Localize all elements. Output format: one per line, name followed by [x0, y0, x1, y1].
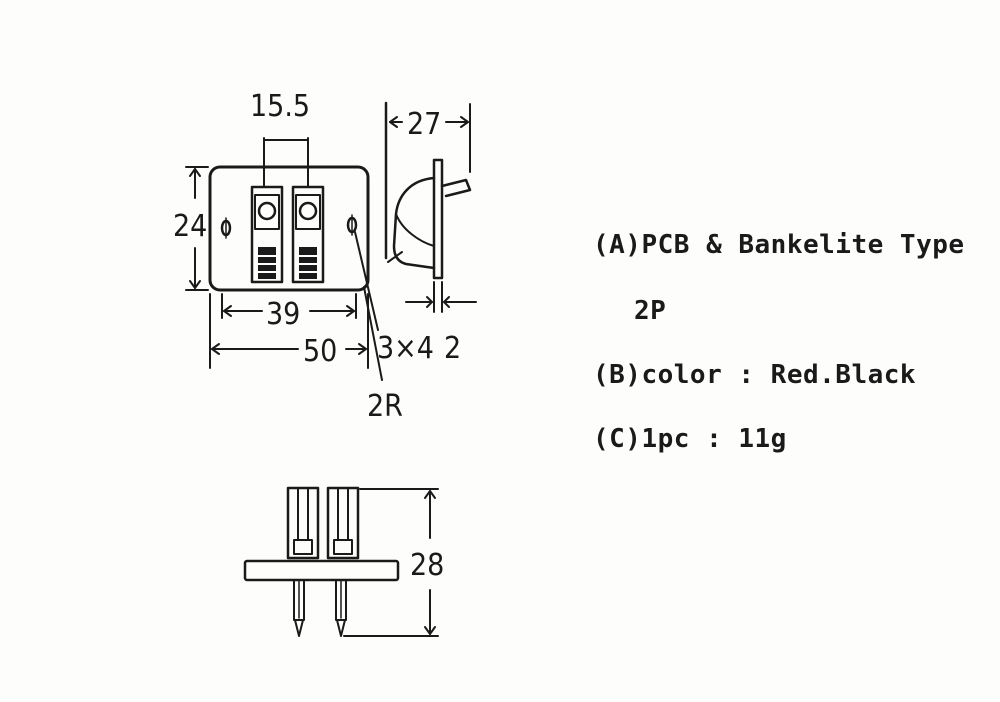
dim-pin-spacing: [263, 137, 309, 187]
bottom-terminal-left: [286, 486, 320, 560]
dim-total-height: [343, 488, 439, 637]
label-width: 50: [303, 334, 337, 369]
spec-poles: 2P: [634, 296, 667, 326]
label-total-height: 28: [410, 548, 444, 583]
side-body: [392, 176, 436, 270]
front-view: [185, 137, 383, 381]
label-hole-size: 3×4: [377, 331, 434, 366]
label-pin-spacing: 15.5: [250, 89, 310, 124]
label-hole-span: 39: [266, 297, 300, 332]
side-plate: [432, 158, 444, 280]
label-depth: 27: [407, 107, 441, 142]
spec-color: (B)color : Red.Black: [593, 360, 917, 390]
front-plate: [208, 165, 370, 292]
spec-weight: (C)1pc : 11g: [593, 424, 787, 454]
bottom-plate: [243, 559, 400, 582]
dim-depth: [389, 103, 471, 173]
bottom-pin-left: [293, 579, 305, 637]
terminal-left: [250, 185, 284, 284]
dim-thickness: [405, 281, 477, 313]
label-corner-radius: 2R: [367, 389, 403, 424]
side-view: [384, 101, 477, 313]
dim-hole-span: [221, 293, 357, 319]
spec-type: (A)PCB & Bankelite Type: [593, 230, 965, 260]
mounting-hole-left: [220, 217, 232, 239]
bottom-view: [243, 486, 439, 637]
mounting-hole-right: [346, 214, 358, 236]
bottom-pin-right: [335, 579, 347, 637]
label-height: 24: [173, 209, 207, 244]
leader-lines: [354, 231, 383, 381]
terminal-right: [291, 185, 325, 284]
dim-height: [185, 166, 209, 291]
label-plate-thickness: 2: [444, 331, 461, 366]
bottom-terminal-right: [326, 486, 360, 560]
